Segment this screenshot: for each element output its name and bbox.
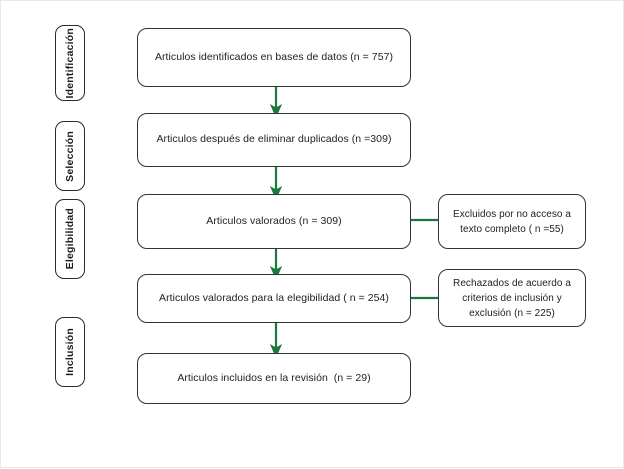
flow-node-label: Articulos incluidos en la revisión (n = … (177, 371, 371, 384)
flow-node-incluidos[interactable]: Articulos incluidos en la revisión (n = … (137, 353, 411, 404)
exclusion-node-excluidos-acceso[interactable]: Excluidos por no acceso a texto completo… (438, 194, 586, 249)
flow-node-elegibilidad[interactable]: Articulos valorados para la elegibilidad… (137, 274, 411, 323)
flow-node-label: Articulos identificados en bases de dato… (154, 50, 394, 63)
stage-label-inclusion: Inclusión (55, 317, 85, 387)
exclusion-node-label: Rechazados de acuerdo a criterios de inc… (453, 277, 574, 319)
stage-label-text: Elegibilidad (63, 208, 76, 270)
stage-label-elegibilidad: Elegibilidad (55, 199, 85, 279)
flow-node-identificados[interactable]: Articulos identificados en bases de dato… (137, 28, 411, 87)
flow-node-duplicados[interactable]: Articulos después de eliminar duplicados… (137, 113, 411, 167)
exclusion-node-label: Excluidos por no acceso a texto completo… (453, 208, 574, 235)
exclusion-node-rechazados-criterios[interactable]: Rechazados de acuerdo a criterios de inc… (438, 269, 586, 327)
stage-label-seleccion: Selección (55, 121, 85, 191)
flow-node-label: Articulos valorados para la elegibilidad… (159, 291, 389, 304)
flow-node-label: Articulos después de eliminar duplicados… (156, 133, 392, 146)
flow-node-valorados[interactable]: Articulos valorados (n = 309) (137, 194, 411, 249)
stage-label-text: Inclusión (63, 328, 76, 376)
stage-label-identificacion: Identificación (55, 25, 85, 101)
flow-node-label: Articulos valorados (n = 309) (206, 214, 342, 227)
stage-label-text: Selección (63, 130, 76, 182)
stage-label-text: Identificación (63, 27, 76, 99)
